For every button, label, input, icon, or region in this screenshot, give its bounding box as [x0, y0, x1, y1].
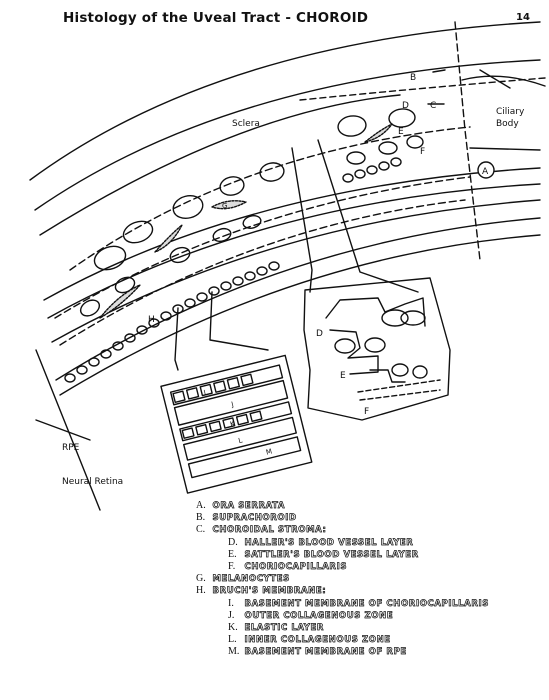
page-title: Histology of the Uveal Tract - CHOROID	[63, 10, 369, 26]
legend-item: L. INNER COLLAGENOUS ZONE	[228, 634, 391, 646]
legend-item: K. ELASTIC LAYER	[228, 622, 325, 634]
bruch-membrane-block	[160, 354, 313, 494]
choroid-inner-line	[43, 167, 541, 301]
melanocyte	[99, 284, 141, 319]
page-number: 14	[516, 12, 530, 23]
marker-d: D	[402, 101, 409, 111]
stroma-outer-line-b	[299, 77, 546, 101]
ora-serrata-divider	[454, 21, 481, 261]
stroma-outer-line	[39, 94, 401, 236]
bruch-label-m: M	[265, 448, 273, 457]
legend-item: F. CHORIOCAPILLARIS	[228, 561, 348, 573]
dashed-line-1	[69, 126, 471, 271]
marker-g: G	[222, 202, 227, 210]
bruch-callout-left	[174, 307, 179, 371]
rpe-label: RPE	[62, 443, 80, 453]
legend-item: J. OUTER COLLAGENOUS ZONE	[228, 609, 394, 621]
retina-line-1	[55, 217, 541, 381]
haller-vessel	[337, 115, 367, 137]
legend-item: E. SATTLER'S BLOOD VESSEL LAYER	[228, 548, 419, 560]
sattler-vessel	[406, 135, 424, 149]
sattler-vessel	[242, 215, 262, 229]
sattler-vessel	[212, 227, 232, 243]
marker-b: B	[410, 73, 416, 83]
melanocyte	[364, 123, 393, 143]
inset-callout-left	[291, 147, 313, 293]
ciliary-curve	[461, 75, 546, 87]
bruch-callout-right	[209, 291, 269, 351]
marker-a-label: A	[482, 167, 489, 177]
inset-label-f: F	[364, 407, 369, 417]
legend-item: B. SUPRACHOROID	[196, 512, 297, 524]
marker-e: E	[398, 127, 404, 137]
marker-f: F	[420, 147, 425, 157]
leader-retina	[35, 349, 101, 511]
melanocyte	[211, 200, 247, 210]
leader-b	[432, 69, 446, 73]
haller-vessel	[388, 108, 416, 128]
stroma-inset	[303, 277, 451, 421]
bruch-label-l: L	[238, 436, 244, 445]
legend-item: A. ORA SERRATA	[196, 500, 286, 511]
inset-label-d: D	[316, 329, 323, 339]
marker-h: H	[148, 315, 155, 325]
inset-label-e: E	[340, 371, 346, 381]
haller-vessel	[122, 220, 154, 244]
sattler-vessel	[346, 151, 366, 165]
legend-item: G. MELANOCYTES	[196, 573, 290, 585]
rpe-line	[51, 199, 541, 343]
sattler-vessel	[169, 246, 191, 264]
legend-item: H. BRUCH'S MEMBRANE:	[196, 585, 327, 597]
legend-item: I. BASEMENT MEMBRANE OF CHORIOCAPILLARIS	[228, 597, 489, 609]
legend-item: M. BASEMENT MEMBRANE OF RPE	[228, 646, 407, 658]
haller-vessel	[93, 245, 127, 271]
ciliary-label-line1: Ciliary	[496, 107, 525, 117]
legend-item: D. HALLER'S BLOOD VESSEL LAYER	[228, 536, 414, 548]
leader-ciliary	[479, 69, 511, 89]
marker-c: C	[430, 101, 436, 111]
haller-vessel	[172, 194, 204, 220]
sclera-outer-line	[29, 21, 541, 181]
ciliary-label-line2: Body	[496, 119, 519, 129]
sattler-vessel	[79, 299, 101, 317]
haller-vessel	[219, 176, 245, 196]
bruch-label-j: J	[230, 400, 235, 409]
dashed-line-3	[59, 199, 466, 346]
melanocyte	[154, 224, 183, 253]
legend-item: C. CHOROIDAL STROMA:	[196, 524, 327, 536]
neural-retina-label: Neural Retina	[62, 477, 123, 487]
sclera-label: Sclera	[232, 119, 260, 129]
inset-callout-right	[317, 139, 419, 293]
ciliary-curve-2	[469, 147, 541, 151]
bruch-label-i: I	[203, 389, 207, 397]
suprachoroid-line	[34, 59, 541, 211]
bruch-label-k: K	[229, 420, 236, 429]
legend-list: A. ORA SERRATA B. SUPRACHOROID C. CHOROI…	[196, 500, 489, 659]
ora-serrata-marker	[477, 161, 495, 179]
sattler-vessel	[378, 141, 398, 155]
haller-vessel	[259, 162, 285, 182]
dashed-line-2	[54, 176, 471, 319]
retina-line-2	[59, 234, 541, 396]
leader-rpe	[35, 419, 91, 441]
